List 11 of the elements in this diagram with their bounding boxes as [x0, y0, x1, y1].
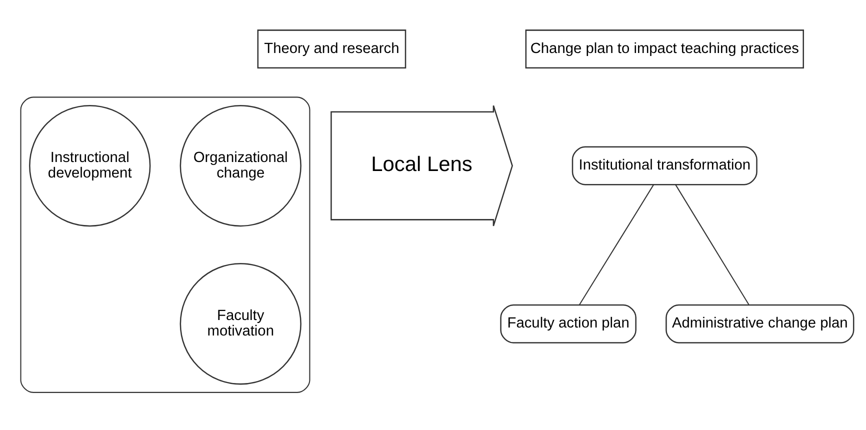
connector	[675, 184, 750, 304]
node-box: Faculty action plan	[500, 304, 636, 343]
cluster	[20, 96, 310, 392]
node-circle: Faculty motivation	[180, 262, 302, 384]
node-box: Theory and research	[257, 29, 406, 68]
node-box: Change plan to impact teaching practices	[525, 29, 804, 68]
node-box: Administrative change plan	[666, 304, 854, 343]
node-circle: Organizational change	[180, 104, 302, 226]
connector	[579, 184, 654, 304]
node-box: Institutional transformation	[572, 146, 758, 185]
node-circle: Instructional development	[29, 104, 151, 226]
